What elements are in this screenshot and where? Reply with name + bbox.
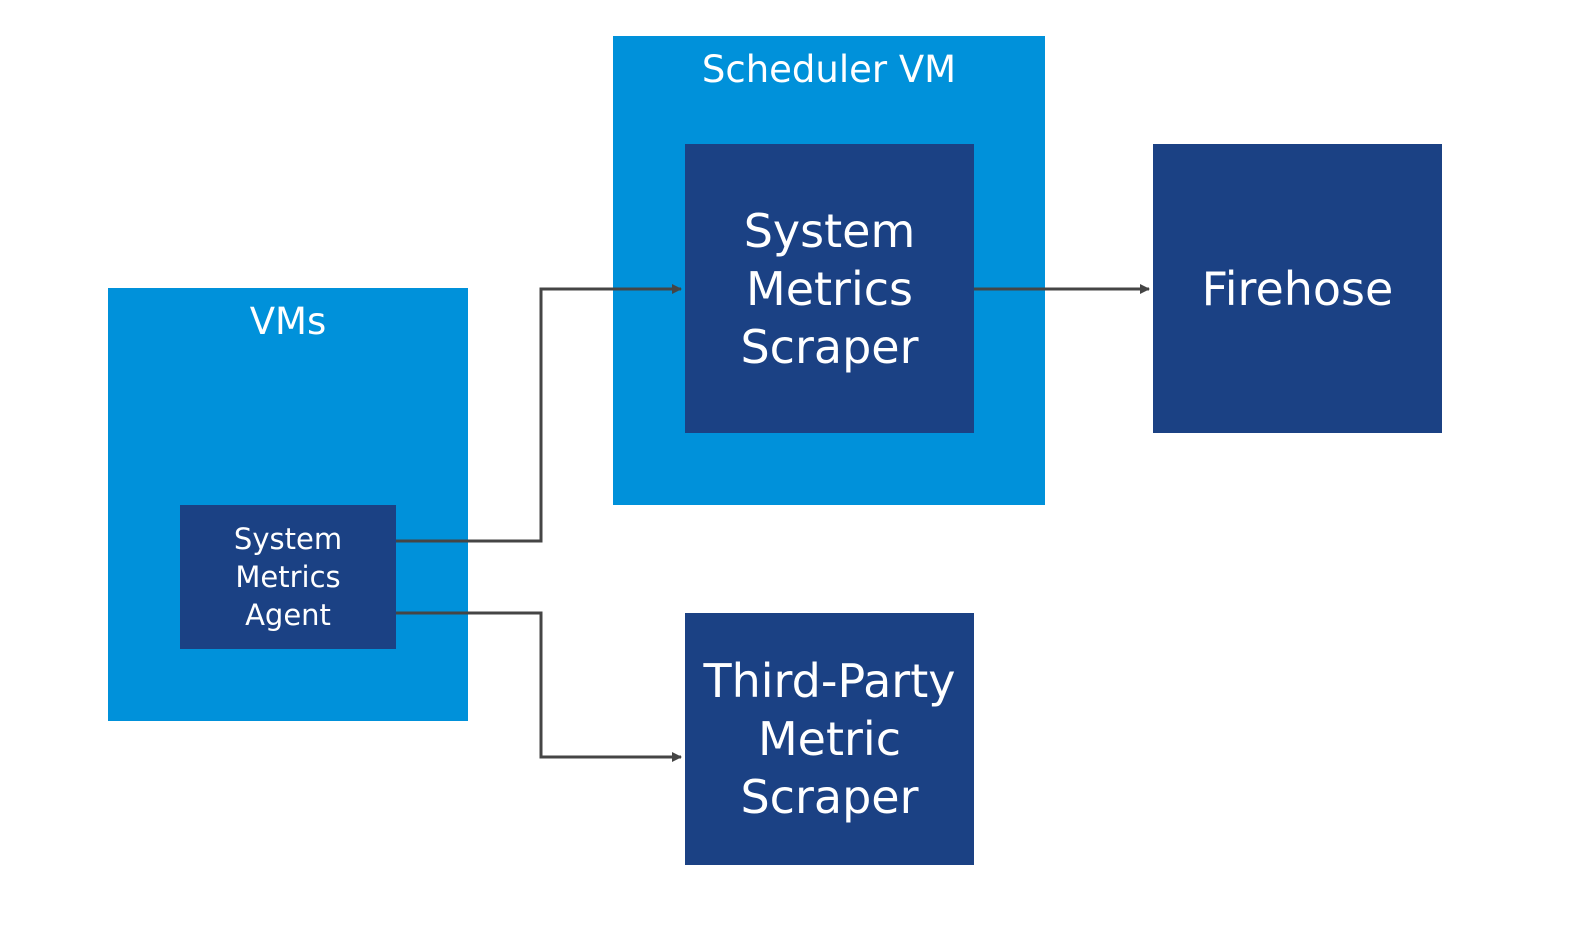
agent-label-line-3: Agent (245, 598, 331, 632)
vms-title: VMs (249, 300, 327, 343)
scheduler-vm-title: Scheduler VM (701, 48, 957, 91)
third-party-label-line-3: Scraper (740, 770, 919, 824)
third-party-label-line-2: Metric (757, 712, 901, 766)
system-metrics-agent-node: System Metrics Agent (180, 505, 396, 649)
third-party-label-line-1: Third-Party (703, 654, 956, 708)
agent-label-line-2: Metrics (235, 560, 341, 594)
firehose-label: Firehose (1201, 261, 1394, 316)
agent-label-line-1: System (233, 522, 343, 556)
system-metrics-scraper-node: System Metrics Scraper (685, 144, 974, 433)
scraper-label-line-2: Metrics (746, 261, 913, 316)
scraper-label-line-3: Scraper (740, 319, 919, 374)
scraper-label-line-1: System (743, 203, 916, 258)
firehose-node: Firehose (1153, 144, 1442, 433)
third-party-metric-scraper-node: Third-Party Metric Scraper (685, 613, 974, 865)
